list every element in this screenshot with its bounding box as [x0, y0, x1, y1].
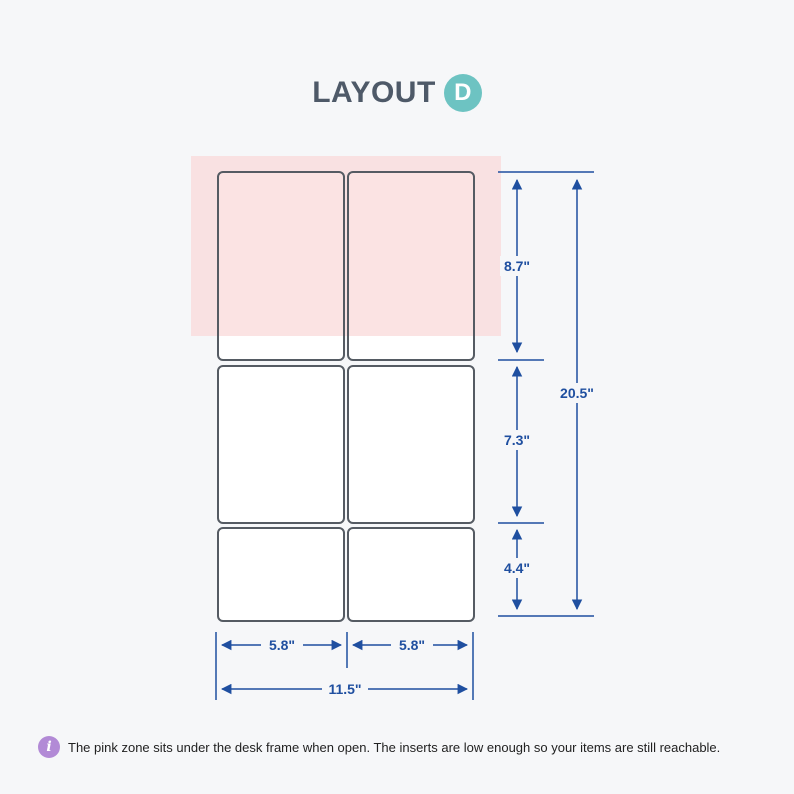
insert-middle-left [218, 366, 344, 523]
dimension-right-width: 5.8" [399, 637, 425, 653]
layout-title-text: LAYOUT [312, 76, 436, 109]
layout-title: LAYOUT D [0, 74, 794, 112]
info-icon: i [38, 736, 60, 758]
dimension-top-height: 8.7" [504, 258, 530, 274]
dimension-total-height: 20.5" [560, 385, 594, 401]
info-note: i The pink zone sits under the desk fram… [38, 736, 720, 758]
insert-outlines [217, 171, 475, 622]
insert-bottom-right [348, 528, 474, 621]
insert-middle-right [348, 366, 474, 523]
dimension-middle-height: 7.3" [504, 432, 530, 448]
pink-zone [191, 156, 501, 336]
insert-bottom-left [218, 528, 344, 621]
dimension-left-width: 5.8" [269, 637, 295, 653]
layout-badge: D [443, 74, 482, 112]
dimension-total-width: 11.5" [328, 681, 361, 697]
info-note-text: The pink zone sits under the desk frame … [68, 739, 721, 755]
dimension-bottom-height: 4.4" [504, 560, 530, 576]
